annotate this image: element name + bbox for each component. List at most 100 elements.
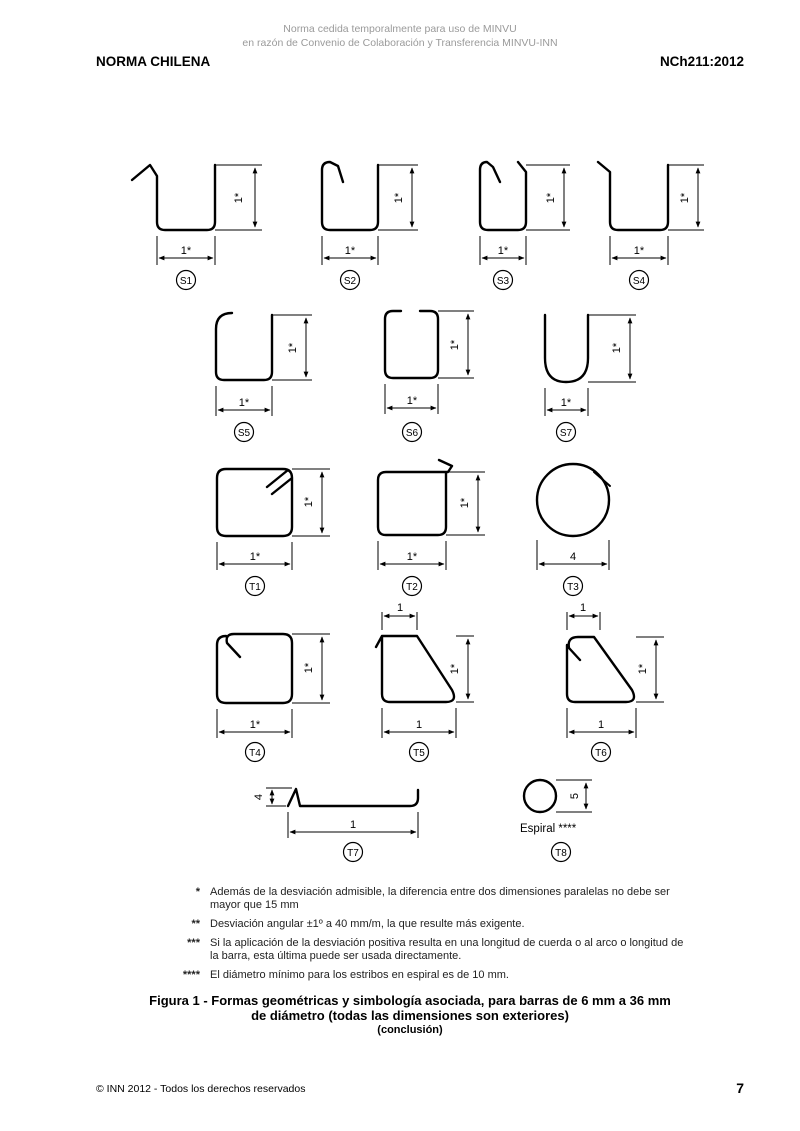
shape-t6 [565, 635, 636, 704]
svg-text:S4: S4 [633, 276, 646, 287]
shape-t7 [286, 787, 420, 808]
dim-t6-height: 1* [637, 663, 649, 674]
label-t1: T1 [244, 575, 266, 597]
svg-text:S2: S2 [344, 276, 357, 287]
shape-t8 [522, 778, 558, 814]
dim-t5-top: 1 [397, 602, 403, 614]
shape-t3 [535, 462, 611, 538]
dim-s3-width: 1* [498, 245, 509, 257]
footnote-2: ** Desviación angular ±1º a 40 mm/m, la … [150, 918, 690, 931]
figure-caption: Figura 1 - Formas geométricas y simbolog… [130, 993, 690, 1038]
svg-text:T4: T4 [249, 748, 261, 759]
page-number: 7 [736, 1080, 744, 1096]
shape-t1 [215, 467, 294, 538]
footnote-3: *** Si la aplicación de la desviación po… [150, 937, 690, 963]
dim-s2-height: 1* [393, 192, 405, 203]
svg-text:T8: T8 [555, 848, 567, 859]
caption-line-3: (conclusión) [377, 1024, 443, 1036]
shape-s3 [478, 160, 528, 232]
svg-text:S6: S6 [406, 428, 419, 439]
dim-t2-height: 1* [459, 497, 471, 508]
watermark: Norma cedida temporalmente para uso de M… [0, 22, 800, 50]
shape-s5 [214, 311, 274, 382]
label-t6: T6 [590, 741, 612, 763]
shape-t2 [376, 458, 454, 537]
footnote-mark: ** [191, 918, 200, 930]
footer-copyright: © INN 2012 - Todos los derechos reservad… [96, 1083, 306, 1095]
caption-line-1: Figura 1 - Formas geométricas y simbolog… [149, 993, 671, 1008]
svg-text:T3: T3 [567, 582, 579, 593]
header-standard-name: NORMA CHILENA [96, 54, 211, 69]
label-t2: T2 [401, 575, 423, 597]
label-s3: S3 [492, 269, 514, 291]
dim-s6-width: 1* [407, 395, 418, 407]
shape-t5 [374, 634, 456, 704]
dim-s3-height: 1* [545, 192, 557, 203]
dim-t6-top: 1 [580, 602, 586, 614]
label-t8: T8 [550, 841, 572, 863]
footnote-1: * Además de la desviación admisible, la … [150, 886, 690, 912]
label-t7: T7 [342, 841, 364, 863]
footnote-mark: *** [187, 937, 200, 949]
shape-s6 [383, 309, 440, 380]
footnote-4: **** El diámetro mínimo para los estribo… [150, 969, 690, 982]
shape-t4 [215, 632, 294, 705]
dim-s2-width: 1* [345, 245, 356, 257]
footnote-text: Desviación angular ±1º a 40 mm/m, la que… [210, 918, 525, 930]
label-t5: T5 [408, 741, 430, 763]
svg-text:T5: T5 [413, 748, 425, 759]
svg-text:T7: T7 [347, 848, 359, 859]
dim-t8-espiral: Espiral **** [520, 823, 577, 835]
dim-t5-height: 1* [449, 663, 461, 674]
dim-t4-height: 1* [303, 662, 315, 673]
dim-t4-width: 1* [250, 719, 261, 731]
dim-t8-diameter: 5 [569, 793, 581, 799]
dim-s4-width: 1* [634, 245, 645, 257]
footnote-mark: * [195, 886, 200, 898]
watermark-line-1: Norma cedida temporalmente para uso de M… [283, 23, 517, 35]
dim-s1-height: 1* [233, 192, 245, 203]
svg-text:S5: S5 [238, 428, 251, 439]
svg-text:T2: T2 [406, 582, 418, 593]
shape-s4 [596, 160, 670, 232]
label-t3: T3 [562, 575, 584, 597]
shape-s2 [320, 160, 380, 232]
svg-text:S1: S1 [180, 276, 193, 287]
footnote-text: Además de la desviación admisible, la di… [210, 886, 670, 911]
label-s7: S7 [555, 421, 577, 443]
dim-t1-width: 1* [250, 551, 261, 563]
dim-s5-width: 1* [239, 397, 250, 409]
footnote-mark: **** [182, 969, 200, 981]
dim-s7-height: 1* [611, 342, 623, 353]
footnote-text: Si la aplicación de la desviación positi… [210, 937, 684, 962]
dim-t6-width: 1 [598, 719, 604, 731]
shape-s7 [543, 313, 590, 384]
label-s1: S1 [175, 269, 197, 291]
dim-s5-height: 1* [287, 342, 299, 353]
dim-t3-diameter: 4 [570, 551, 576, 563]
footnotes: * Además de la desviación admisible, la … [150, 886, 690, 988]
dim-s4-height: 1* [679, 192, 691, 203]
dim-s1-width: 1* [181, 245, 192, 257]
svg-text:S3: S3 [497, 276, 510, 287]
footnote-text: El diámetro mínimo para los estribos en … [210, 969, 509, 981]
header-standard-code: NCh211:2012 [659, 54, 744, 69]
dim-t5-width: 1 [416, 719, 422, 731]
label-t4: T4 [244, 741, 266, 763]
label-s5: S5 [233, 421, 255, 443]
label-s2: S2 [339, 269, 361, 291]
svg-text:T1: T1 [249, 582, 261, 593]
svg-text:T6: T6 [595, 748, 607, 759]
dim-t1-height: 1* [303, 496, 315, 507]
shape-s1 [130, 163, 217, 232]
dim-t7-width: 1 [350, 819, 356, 831]
dim-t7-height: 4 [253, 794, 265, 800]
dim-s6-height: 1* [449, 339, 461, 350]
shape-t3-overlap [593, 471, 611, 487]
svg-text:S7: S7 [560, 428, 573, 439]
dim-t2-width: 1* [407, 551, 418, 563]
label-s4: S4 [628, 269, 650, 291]
caption-line-2: de diámetro (todas las dimensiones son e… [251, 1008, 569, 1023]
watermark-line-2: en razón de Convenio de Colaboración y T… [242, 37, 558, 49]
